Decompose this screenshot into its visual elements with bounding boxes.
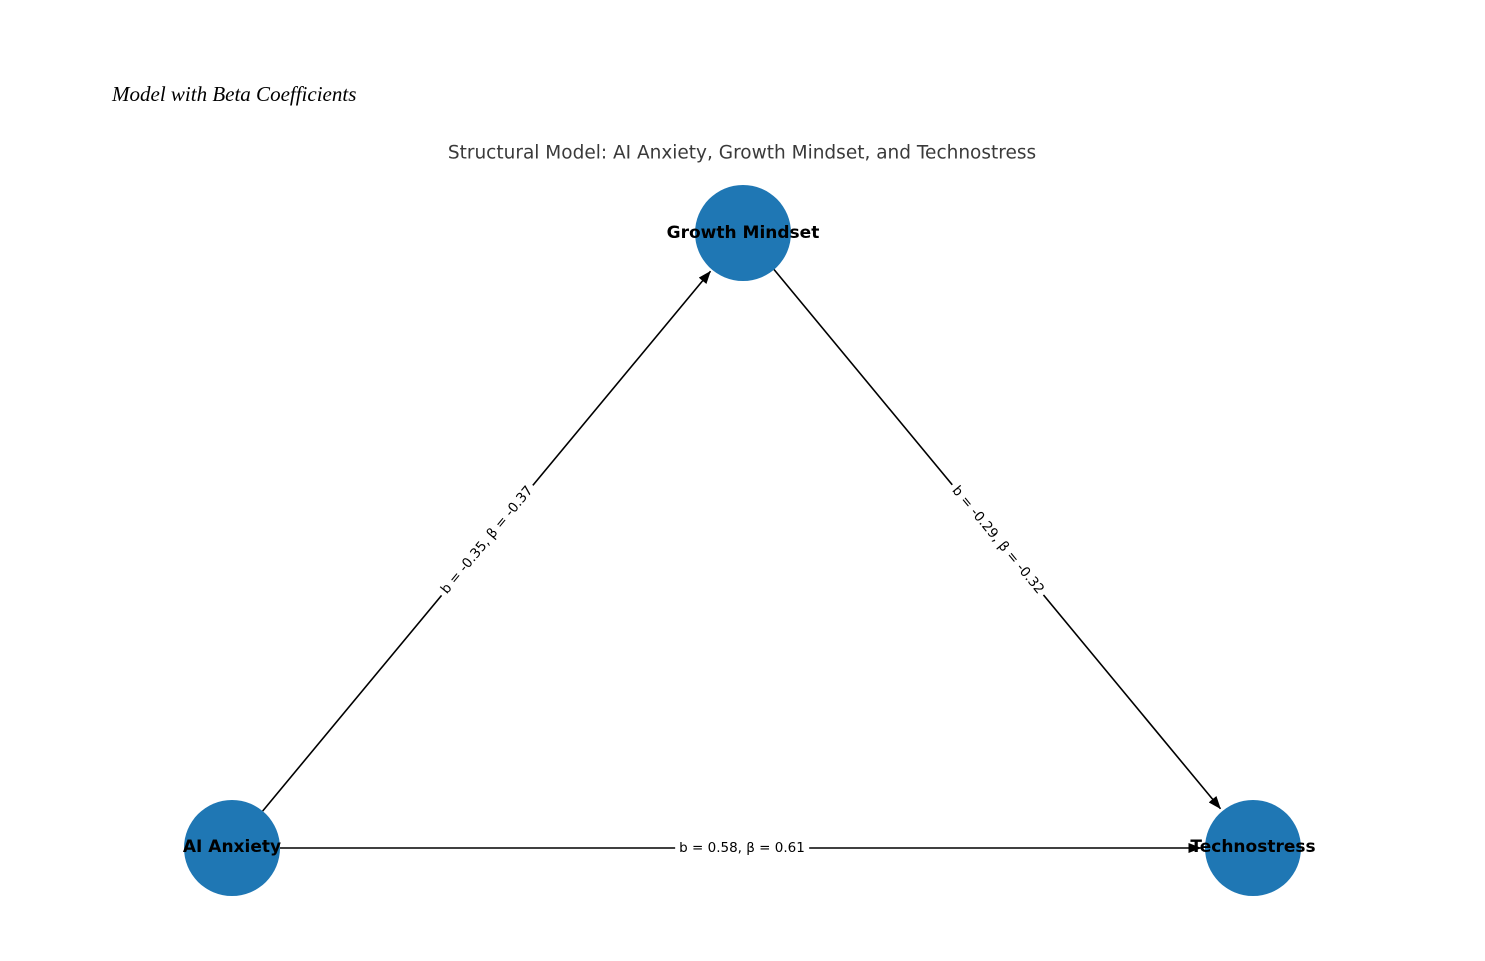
node-label-growth-mindset: Growth Mindset	[666, 223, 820, 243]
node-label-ai-anxiety: AI Anxiety	[182, 837, 282, 857]
page-heading: Model with Beta Coefficients	[112, 82, 357, 106]
node-circle-growth-mindset	[695, 185, 791, 281]
chart-title: Structural Model: AI Anxiety, Growth Min…	[447, 142, 1037, 164]
node-label-technostress: Technostress	[1190, 837, 1316, 857]
node-circle-ai-anxiety	[184, 800, 280, 896]
node-circle-technostress	[1205, 800, 1301, 896]
edge-label-aianxiety-technostress: b = 0.58, β = 0.61	[675, 839, 809, 857]
